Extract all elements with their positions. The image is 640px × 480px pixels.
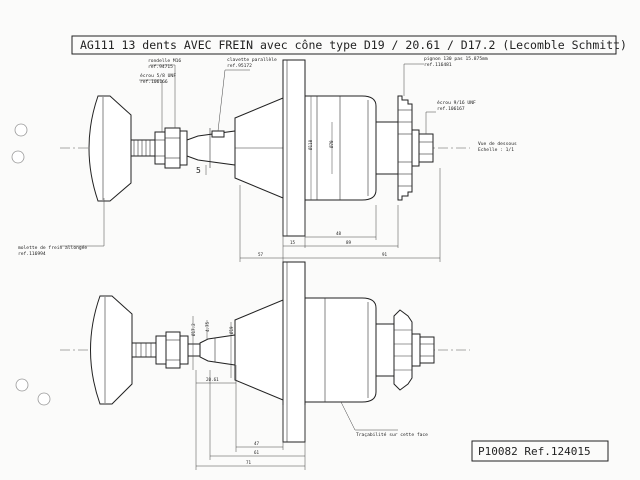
dim-key-5: 5 [196, 166, 201, 175]
bottom-view: Ø17.2 4.75 Ø19 20.61 47 61 71 Traçabilit… [60, 261, 470, 470]
callout-molette-line1: molette de frein allongée [18, 244, 87, 251]
threaded-rod-bottom [131, 342, 157, 358]
dim-phi172: Ø17.2 [191, 323, 196, 336]
dim-phi19: Ø19 [229, 326, 234, 334]
cone-bottom [199, 334, 236, 366]
callout-ecrou916-line2: ref.106167 [437, 106, 465, 112]
dim-phi118: Ø118 [308, 139, 313, 150]
brake-knob [88, 95, 132, 202]
drawing-title: AG111 13 dents AVEC FREIN avec cône type… [80, 38, 627, 52]
shaft-bottom [187, 343, 201, 357]
hub-bottom [375, 323, 395, 377]
callout-pignon-line1: pignon 130 pas 15.875mm [424, 56, 488, 62]
top-view: Ø118 Ø70 5 48 15 89 57 91 rondelle M16 r… [18, 56, 517, 262]
body-taper-bottom [234, 299, 284, 401]
washer-outer [179, 130, 188, 166]
dim-47: 47 [254, 441, 260, 446]
callout-ecrou58-line2: ref.106166 [140, 79, 168, 85]
callout-rondelle-line2: ref.94715 [148, 64, 173, 70]
dim-15: 15 [290, 240, 296, 245]
dim-2061: 20.61 [206, 377, 219, 382]
callout-ecrou916-line1: écrou 9/16 UNF [437, 99, 476, 106]
nut-washer-9-16 [411, 129, 420, 167]
callout-molette-line2: ref.116994 [18, 251, 46, 257]
callout-pignon-line2: ref.116481 [424, 62, 452, 68]
main-drum [304, 95, 377, 201]
binder-hole-top [14, 123, 28, 137]
binder-hole-bottom [37, 392, 51, 406]
sprocket-bottom [393, 309, 413, 391]
nut-5-8 [154, 131, 166, 165]
washer-m16 [164, 127, 181, 169]
flange [282, 59, 306, 237]
parallel-key [211, 130, 225, 138]
main-drum-bottom [304, 297, 377, 403]
callout-clavette-line1: clavette parallèle [227, 56, 277, 63]
dim-phi70: Ø70 [329, 140, 334, 148]
binder-hole-lower [15, 378, 29, 392]
nut-bottom [155, 335, 167, 365]
dim-48: 48 [336, 231, 342, 236]
binder-hole-mid [11, 150, 25, 164]
flange-bottom [282, 261, 306, 443]
nut-washer-bottom [411, 333, 421, 367]
dim-91: 91 [382, 252, 388, 257]
drawing-reference: P10082 Ref.124015 [478, 445, 591, 458]
callout-rondelle-line1: rondelle M16 [148, 58, 181, 64]
view-label-line1: Vue de dessous [478, 141, 517, 147]
shaft-cone [186, 130, 236, 166]
callout-tracabilite: Traçabilité sur cette face [356, 431, 428, 438]
reference-box [471, 440, 609, 462]
threaded-rod [130, 139, 156, 157]
washer-bottom [165, 331, 181, 369]
dim-89: 89 [346, 240, 352, 245]
title-box [71, 35, 617, 55]
nut-right-bottom [419, 336, 435, 364]
hub [375, 121, 399, 175]
sprocket [397, 95, 413, 201]
dim-57: 57 [258, 252, 264, 257]
callout-ecrou58-line1: écrou 5/8 UNF [140, 72, 176, 79]
view-label-line2: Echelle : 1/1 [478, 147, 514, 153]
dim-475: 4.75 [205, 321, 210, 332]
brake-knob-bottom [90, 295, 133, 405]
dim-71: 71 [246, 460, 252, 465]
dim-61: 61 [254, 450, 260, 455]
washer-outer-bottom [179, 335, 189, 365]
callout-clavette-line2: ref.95172 [227, 63, 252, 69]
nut-9-16 [418, 133, 434, 163]
